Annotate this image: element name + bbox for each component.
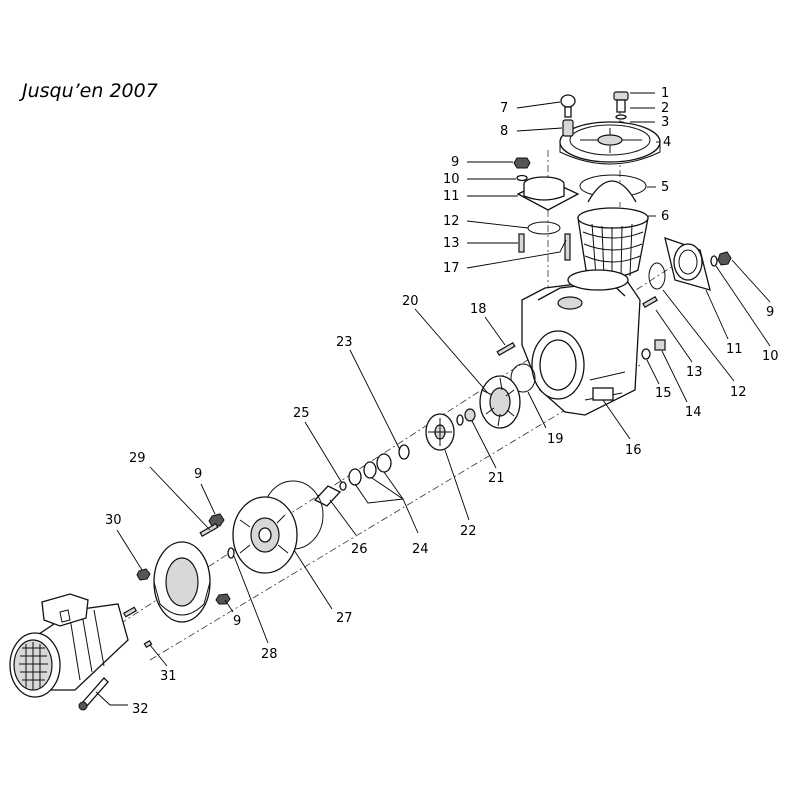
callout-28: 28 (261, 647, 278, 662)
washer-top (516, 174, 528, 182)
callout-13-top: 13 (443, 236, 460, 251)
axis-lower (149, 364, 641, 661)
callout-5: 5 (661, 180, 669, 195)
callout-31: 31 (160, 669, 177, 684)
nut-30 (136, 568, 151, 581)
callout-17: 17 (443, 261, 460, 276)
callout-11-top: 11 (443, 189, 460, 204)
stud-13-right (642, 295, 658, 309)
drain-plug-side (654, 339, 666, 351)
callout-10-top: 10 (443, 172, 460, 187)
diagram-title: Jusqu’en 2007 (22, 80, 158, 102)
callout-6: 6 (661, 209, 669, 224)
seal-ring-a (398, 444, 410, 460)
pump-body (521, 269, 641, 416)
callout-21: 21 (488, 471, 505, 486)
callout-19: 19 (547, 432, 564, 447)
drain-plug (613, 91, 629, 113)
callout-16: 16 (625, 443, 642, 458)
callout-29: 29 (129, 451, 146, 466)
callout-10-right: 10 (762, 349, 779, 364)
impeller-nut (464, 408, 476, 422)
callout-9-top: 9 (451, 155, 459, 170)
flange-top (516, 176, 580, 211)
callout-22: 22 (460, 524, 477, 539)
callout-12-right: 12 (730, 385, 747, 400)
washer-right (710, 255, 718, 267)
washer-2 (615, 114, 627, 120)
shaft-sleeve (313, 485, 342, 507)
callout-32: 32 (132, 702, 149, 717)
motor-bracket (153, 541, 211, 623)
seal-ring-c (363, 461, 377, 479)
callout-9-left: 9 (194, 467, 202, 482)
callout-25: 25 (293, 406, 310, 421)
callout-8: 8 (500, 124, 508, 139)
motor-shaft (122, 606, 138, 618)
impeller-washer (456, 414, 464, 426)
callout-24: 24 (412, 542, 429, 557)
shaft-key (143, 639, 153, 649)
callout-15: 15 (655, 386, 672, 401)
nut-left-upper (208, 513, 225, 527)
stud-18 (496, 341, 516, 357)
callout-30: 30 (105, 513, 122, 528)
seal-ring-b (376, 453, 392, 473)
nut-right (717, 251, 732, 266)
callout-23: 23 (336, 335, 353, 350)
seal-plate (232, 496, 298, 574)
diffuser (479, 375, 521, 429)
impeller (425, 413, 455, 451)
drain-washer (641, 348, 651, 360)
callout-27: 27 (336, 611, 353, 626)
flange-gasket-right (648, 262, 666, 290)
callout-7: 7 (500, 101, 508, 116)
sleeve (562, 119, 574, 137)
spacer-ring (339, 481, 347, 491)
callout-12-top: 12 (443, 214, 460, 229)
callout-26: 26 (351, 542, 368, 557)
leader-lines (95, 92, 771, 706)
stud-13-top (518, 233, 525, 253)
nut-left-lower (215, 593, 231, 605)
strainer-basket (577, 180, 649, 279)
eye-bolt (560, 94, 576, 118)
washer-left (227, 547, 235, 559)
seal-ring-d (348, 468, 362, 486)
callout-labels: 1 2 3 4 5 6 7 8 9 10 11 12 13 17 20 18 2… (105, 86, 779, 717)
nut-top (513, 157, 531, 169)
callout-9-right: 9 (766, 305, 774, 320)
callout-20: 20 (402, 294, 419, 309)
flange-right (664, 237, 711, 291)
stud-29 (199, 522, 219, 538)
flange-gasket-top (527, 221, 561, 235)
callout-9-lower: 9 (233, 614, 241, 629)
callout-11-right: 11 (726, 342, 743, 357)
callout-3: 3 (661, 115, 669, 130)
callout-14: 14 (685, 405, 702, 420)
callout-4: 4 (663, 135, 671, 150)
callout-13-right: 13 (686, 365, 703, 380)
body-oring (510, 363, 536, 393)
callout-18: 18 (470, 302, 487, 317)
strainer-lid (559, 121, 661, 165)
electric-motor (9, 593, 129, 698)
motor-bolt (78, 677, 109, 711)
callout-2: 2 (661, 101, 669, 116)
callout-1: 1 (661, 86, 669, 101)
stud-17 (564, 233, 571, 261)
